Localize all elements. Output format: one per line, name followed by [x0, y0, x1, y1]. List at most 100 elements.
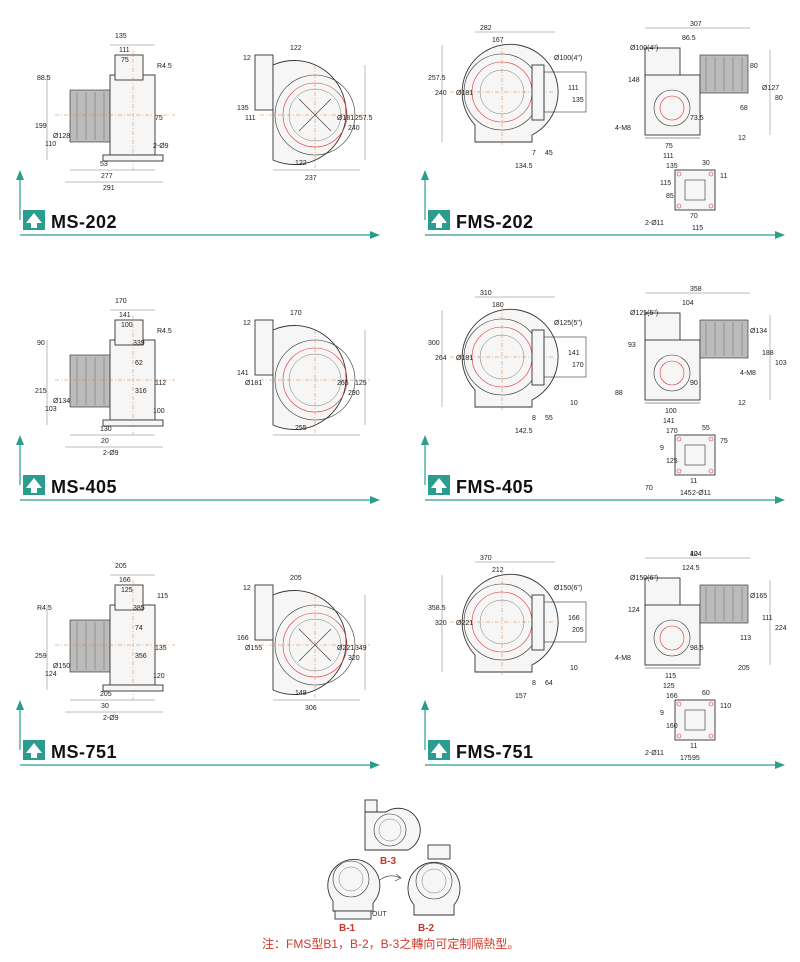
arrow-logo-icon	[23, 740, 45, 760]
dim-label: 166	[119, 577, 131, 584]
dim-label: 100	[121, 322, 133, 329]
dim-label: 68	[740, 105, 748, 112]
dim-label: 306	[305, 705, 317, 712]
dim-label: 115	[665, 673, 676, 680]
dim-label: 75	[155, 115, 163, 122]
dim-label: 12	[243, 55, 251, 62]
dim-label: 205	[738, 665, 750, 672]
arrow-logo-icon	[428, 475, 450, 495]
dim-label: 370	[480, 555, 492, 562]
dim-label: 2-Ø9	[103, 715, 119, 722]
side-view	[644, 27, 771, 139]
dim-label: 4-M8	[740, 370, 756, 377]
dim-label: R4.5	[157, 63, 172, 70]
orientation-b3: B-3	[364, 799, 421, 867]
dim-label: 145	[680, 490, 692, 497]
dim-label: 73.5	[690, 115, 704, 122]
dim-label: 2-Ø11	[692, 490, 711, 497]
dim-label: 291	[103, 185, 115, 192]
dim-label: 199	[35, 123, 47, 130]
arrow-logo-icon	[428, 210, 450, 230]
dim-label: 62	[135, 360, 143, 367]
rotation-arrow	[379, 875, 401, 881]
model-name: MS-202	[51, 212, 117, 232]
dim-label: 11	[720, 173, 727, 180]
arrow-logo-icon	[23, 475, 45, 495]
dim-label: 358	[690, 286, 702, 293]
dim-label: 175	[680, 755, 692, 762]
dim-label: 282	[480, 25, 492, 32]
base-plate-view	[674, 434, 716, 476]
dim-label: 20	[101, 438, 109, 445]
dim-label: 70	[645, 485, 653, 492]
orientation-diagram: B-3 B-1 OUT B-2	[327, 799, 461, 934]
dim-label: 170	[290, 310, 302, 317]
dim-label: Ø155	[245, 645, 262, 652]
dim-label: 12	[243, 320, 251, 327]
dim-label: 60	[702, 690, 710, 697]
dim-label: 349	[355, 645, 367, 652]
dim-label: 4-M8	[615, 125, 631, 132]
side-view	[46, 309, 175, 448]
model-name: MS-751	[51, 742, 117, 762]
dim-label: 120	[153, 673, 165, 680]
dim-label: 10	[570, 400, 578, 407]
dim-label: 80	[775, 95, 783, 102]
dim-label: Ø165	[750, 593, 767, 600]
front-view	[441, 561, 587, 675]
dim-label: 157	[515, 693, 527, 700]
dim-label: 316	[135, 388, 147, 395]
footnote: 注：FMS型B1，B-2，B-3之轉向可定制隔熱型。	[262, 936, 519, 951]
dim-label: 404	[690, 551, 702, 558]
dim-label: 125	[121, 587, 133, 594]
dim-label: 75	[121, 57, 129, 64]
dim-label: 135	[666, 163, 678, 170]
base-plate-view	[674, 699, 716, 741]
model-name: FMS-202	[456, 212, 534, 232]
dim-label: 112	[155, 380, 166, 387]
dim-label: R4.5	[37, 605, 52, 612]
panel-ms405: MS-405170141100R4.590215103Ø134112100130…	[16, 298, 380, 504]
dim-label: 93	[628, 342, 636, 349]
front-view	[441, 296, 587, 410]
dim-label: 205	[572, 627, 584, 634]
base-plate-view	[674, 169, 716, 211]
dim-label: 385	[133, 605, 145, 612]
dim-label: 339	[133, 340, 145, 347]
dim-label: 320	[348, 655, 360, 662]
side-view	[46, 574, 175, 713]
dim-label: 170	[572, 362, 584, 369]
dim-label: 104	[682, 300, 694, 307]
dim-label: 148	[295, 690, 307, 697]
dim-label: 100	[665, 408, 677, 415]
dim-label: 130	[100, 426, 112, 433]
dim-label: R4.5	[157, 328, 172, 335]
dim-label: Ø150(6")	[554, 585, 582, 592]
dim-label: 86.5	[682, 35, 696, 42]
panel-ms751: MS-751205166125115R4.5259124Ø15013512020…	[16, 563, 380, 769]
dim-label: 111	[245, 115, 256, 122]
dim-label: 240	[348, 125, 360, 132]
dim-label: 4-M8	[615, 655, 631, 662]
dim-label: 2-Ø11	[645, 220, 664, 227]
dim-label: 115	[660, 180, 671, 187]
dim-label: 111	[568, 85, 579, 92]
dim-label: 307	[690, 21, 702, 28]
dim-label: 55	[702, 425, 710, 432]
dim-label: 141	[568, 350, 580, 357]
dim-label: 142.5	[515, 428, 533, 435]
dim-label: Ø100(4")	[630, 45, 658, 52]
side-view	[644, 292, 771, 404]
dim-label: Ø221	[456, 620, 473, 627]
front-view	[254, 584, 370, 701]
dim-label: 166	[666, 693, 678, 700]
dim-label: 188	[762, 350, 774, 357]
dim-label: 11	[690, 478, 697, 485]
dim-label: Ø181	[245, 380, 262, 387]
b3-label: B-3	[380, 856, 397, 867]
dim-label: 64	[545, 680, 553, 687]
dim-label: 75	[665, 143, 673, 150]
